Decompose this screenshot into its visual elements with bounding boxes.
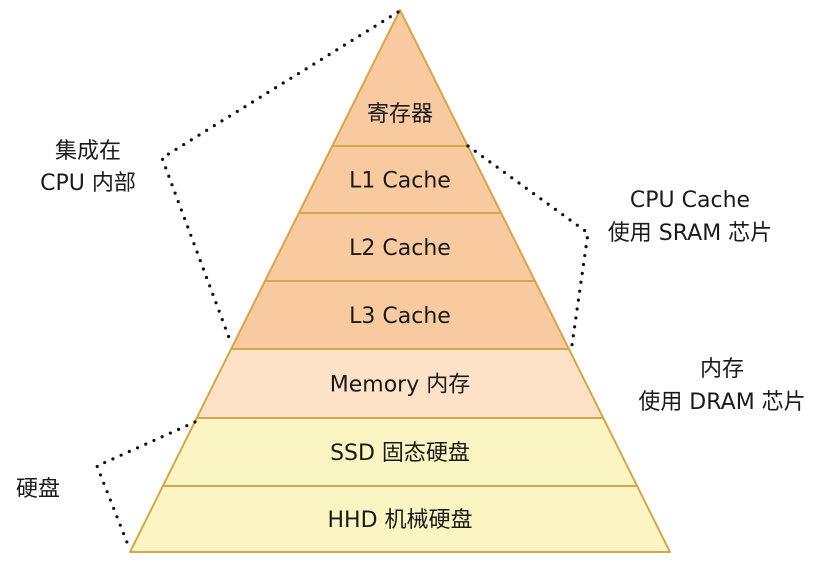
pyramid-layer-hhd bbox=[129, 485, 671, 553]
memory-label-line1: 内存 bbox=[700, 357, 744, 382]
pyramid-layer-label: Memory 内存 bbox=[330, 373, 470, 398]
pyramid-layer-label: HHD 机械硬盘 bbox=[327, 508, 472, 533]
disk-bracket bbox=[94, 420, 197, 552]
memory-label-line2: 使用 DRAM 芯片 bbox=[638, 390, 805, 415]
pyramid-layer-label: L1 Cache bbox=[349, 169, 451, 194]
pyramid-layer-label: SSD 固态硬盘 bbox=[330, 441, 470, 466]
bracket-lines bbox=[94, 10, 590, 552]
cpu-internal-label-line2: CPU 内部 bbox=[40, 171, 136, 196]
cpu-cache-label-line2: 使用 SRAM 芯片 bbox=[608, 221, 772, 246]
disk-label: 硬盘 bbox=[16, 477, 60, 502]
pyramid-layer-label: L3 Cache bbox=[349, 304, 451, 329]
cpu-internal-bracket bbox=[160, 10, 400, 345]
pyramid-layer-label: 寄存器 bbox=[367, 102, 433, 127]
cpu-internal-label-line1: 集成在 bbox=[55, 139, 121, 164]
pyramid-layer-label: L2 Cache bbox=[349, 236, 451, 261]
cpu-cache-label-line1: CPU Cache bbox=[630, 188, 750, 213]
